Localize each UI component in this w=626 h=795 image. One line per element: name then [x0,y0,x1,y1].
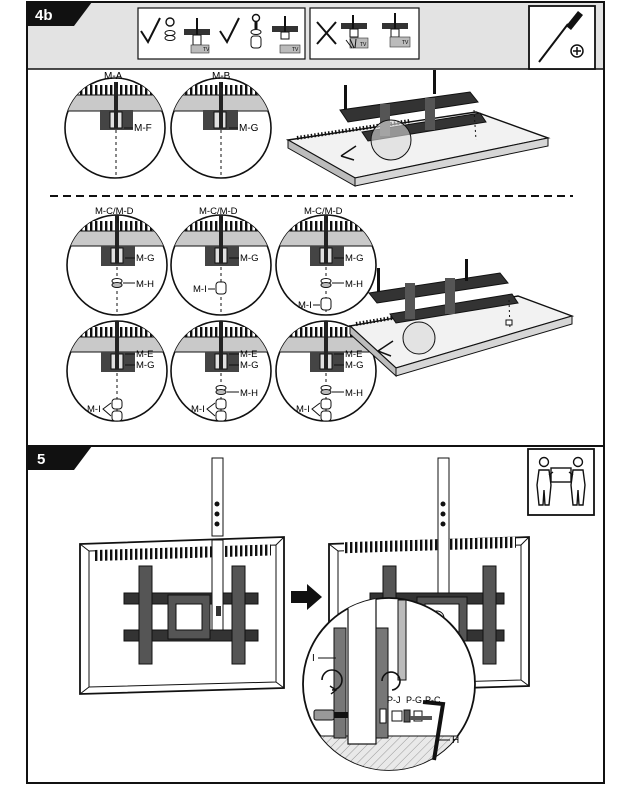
tv-tag: TV [360,42,367,48]
callout-label: M-I [298,300,312,311]
step-badge-4b: 4b [27,2,92,26]
tv-bracket-crossed-icon: TV [341,15,369,49]
tv-tag: TV [292,47,299,53]
tv-back-illustration-bottom [348,259,575,378]
tv-bracket-long-icon: TV [382,13,411,48]
screwdriver-icon [538,11,584,63]
callout-label: M-G [240,360,258,371]
detail-label-h: H [452,735,459,746]
detail-label-pg: P-G [406,695,422,705]
step-badge-5: 5 [27,446,92,470]
tv-back-illustration-top [285,70,551,187]
callout-circle-mb: M-B M-G [170,71,272,179]
tv-bracket-spacer-icon: TV [272,16,301,54]
callout-circle: M-C/M-D M-G M-H [66,206,168,316]
two-person-box [527,448,595,516]
callout-label: M-H [136,279,154,290]
hardware-allowed-box: TV TV [137,7,306,60]
callout-label: M-G [239,123,259,134]
step-number-5: 5 [37,451,45,468]
detail-label-i: I [312,653,315,664]
check-icon [140,17,161,45]
callout-label: M-E [240,349,257,360]
check-icon [219,17,240,45]
tv-tag: TV [402,40,409,46]
callout-label: M-E [345,349,362,360]
screwdriver-tool-box [528,5,596,70]
tv-tag: TV [203,47,210,53]
two-persons-icon [536,456,586,506]
callout-circle: M-C/M-D M-G M-H M-I [275,206,377,316]
callout-circle: M-EM-G M-H M-I [170,320,272,422]
callout-label: M-I [193,284,207,295]
hardware-not-allowed-box: TV TV [309,7,420,60]
callout-label: M-G [136,360,154,371]
step-number-4b: 4b [35,7,53,24]
callout-label: M-H [345,279,363,290]
bolt-icon [164,17,176,41]
callout-label: M-G [136,253,154,264]
callout-label: M-E [136,349,153,360]
callout-label: M-I [191,404,205,415]
callout-label: M-C/M-D [304,206,343,217]
cross-icon [316,21,337,45]
step-5-panel: 5 [26,445,605,784]
callout-circle: M-EM-G M-H M-I [275,320,377,422]
callout-label: M-B [212,71,231,82]
callout-circle: M-EM-G M-I [66,320,168,422]
callout-label: M-C/M-D [95,206,134,217]
tv-bracket-icon: TV [184,18,210,54]
washer-spacer-icon [250,13,262,49]
callout-label: M-H [240,388,258,399]
detail-label-pj: P-J [387,695,401,705]
callout-label: M-A [104,71,123,82]
tv-left-illustration [79,457,285,695]
callout-label: M-I [296,404,310,415]
callout-label: M-G [345,360,363,371]
detail-label-pc: P-C [425,695,441,705]
callout-circle: M-C/M-D M-G M-I [170,206,272,316]
detail-callout-circle: I P-J P-G P-C H [302,597,476,771]
callout-label: M-G [240,253,258,264]
arrow-right-icon [291,584,322,610]
lower-callouts: M-C/M-DM-GM-HM-C/M-DM-GM-IM-C/M-DM-GM-HM… [66,206,377,422]
callout-circle-ma: M-A M-F [64,71,166,179]
callout-label: M-F [134,123,152,134]
callout-label: M-I [87,404,101,415]
callout-label: M-H [345,388,363,399]
callout-label: M-C/M-D [199,206,238,217]
callout-label: M-G [345,253,363,264]
